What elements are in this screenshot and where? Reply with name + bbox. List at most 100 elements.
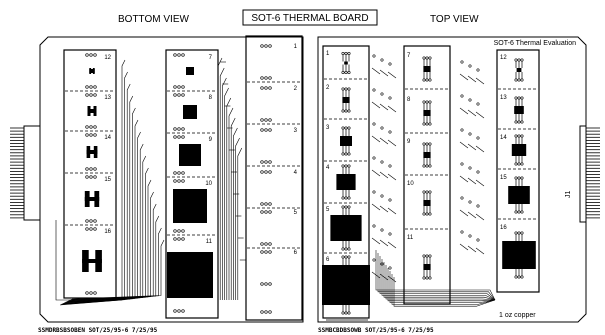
pad-dot <box>268 250 272 254</box>
pad-dot <box>93 219 97 223</box>
trace <box>377 253 496 301</box>
copper-pad <box>82 259 102 263</box>
pad-dot <box>181 127 185 131</box>
trace <box>235 137 240 300</box>
copper-square <box>167 252 213 298</box>
top-view-label: TOP VIEW <box>430 14 479 25</box>
via <box>347 255 351 259</box>
side-pad <box>380 228 384 232</box>
via <box>517 231 521 235</box>
side-trace <box>379 103 389 111</box>
via <box>514 58 518 62</box>
pad-dot <box>177 309 181 313</box>
via <box>517 275 521 279</box>
cell-number: 13 <box>500 95 507 101</box>
pad-dot <box>177 229 181 233</box>
pad-dot <box>260 86 264 90</box>
side-pad <box>476 204 480 208</box>
cell-number: 6 <box>326 257 330 263</box>
pad-dot <box>181 85 185 89</box>
cell-number: 13 <box>104 95 111 101</box>
via <box>428 100 432 104</box>
pad-dot <box>173 53 177 57</box>
cell-number: 1 <box>326 51 330 57</box>
side-pad <box>388 198 392 202</box>
pad-dot <box>264 250 268 254</box>
via <box>344 51 348 55</box>
edge-connector-left <box>10 125 40 221</box>
trace <box>71 239 165 300</box>
copper-square <box>186 67 194 75</box>
via <box>520 78 524 82</box>
pad-dot <box>85 291 89 295</box>
pad-dot <box>173 309 177 313</box>
via <box>341 247 345 251</box>
via <box>344 71 348 75</box>
cell-number: 14 <box>104 135 111 141</box>
side-trace <box>459 243 469 251</box>
pad-dot <box>268 242 272 246</box>
pad-dot <box>93 125 97 129</box>
via <box>347 196 351 200</box>
pad-dot <box>89 53 93 57</box>
pad-dot <box>268 282 272 286</box>
pad-dot <box>93 291 97 295</box>
side-pad <box>380 126 384 130</box>
via <box>347 87 351 91</box>
side-trace <box>475 111 485 119</box>
sot-package <box>423 110 431 116</box>
cell-number: 11 <box>206 239 213 245</box>
side-trace <box>475 179 485 187</box>
cell-number: 10 <box>205 181 212 187</box>
side-trace <box>371 169 381 177</box>
pad-dot <box>173 93 177 97</box>
side-trace <box>379 137 389 145</box>
pad-dot <box>89 93 93 97</box>
pad-dot <box>268 76 272 80</box>
pad-dot <box>268 202 272 206</box>
via <box>344 109 348 113</box>
side-pad <box>460 128 464 132</box>
via <box>517 210 521 214</box>
trace <box>217 57 223 300</box>
pad-dot <box>264 128 268 132</box>
via <box>514 231 518 235</box>
pad-dot <box>268 128 272 132</box>
via <box>422 254 426 258</box>
side-trace <box>371 101 381 109</box>
pad-dot <box>181 309 185 313</box>
pad-dot <box>260 310 264 314</box>
trace <box>68 191 154 301</box>
pad-dot <box>268 170 272 174</box>
via <box>425 254 429 258</box>
copper-pad <box>87 109 97 113</box>
side-trace <box>475 145 485 153</box>
side-trace <box>387 105 397 113</box>
via <box>425 122 429 126</box>
pad-dot <box>264 210 268 214</box>
side-pad <box>460 60 464 64</box>
bottom-column-c <box>245 35 303 321</box>
sot-package <box>342 97 350 103</box>
side-pad <box>388 266 392 270</box>
pad-dot <box>260 202 264 206</box>
cell-number: 7 <box>209 55 213 61</box>
via <box>422 100 426 104</box>
side-pad <box>460 94 464 98</box>
pad-dot <box>85 125 89 129</box>
trace <box>64 131 141 303</box>
via <box>341 51 345 55</box>
side-trace <box>371 67 381 75</box>
pad-dot <box>85 93 89 97</box>
sot-package <box>423 264 431 270</box>
sot-package <box>330 215 362 241</box>
copper-pad <box>86 150 98 154</box>
via <box>428 212 432 216</box>
side-pad <box>372 258 376 262</box>
via <box>428 190 432 194</box>
trace <box>228 107 234 300</box>
side-trace <box>387 71 397 79</box>
via <box>422 56 426 60</box>
